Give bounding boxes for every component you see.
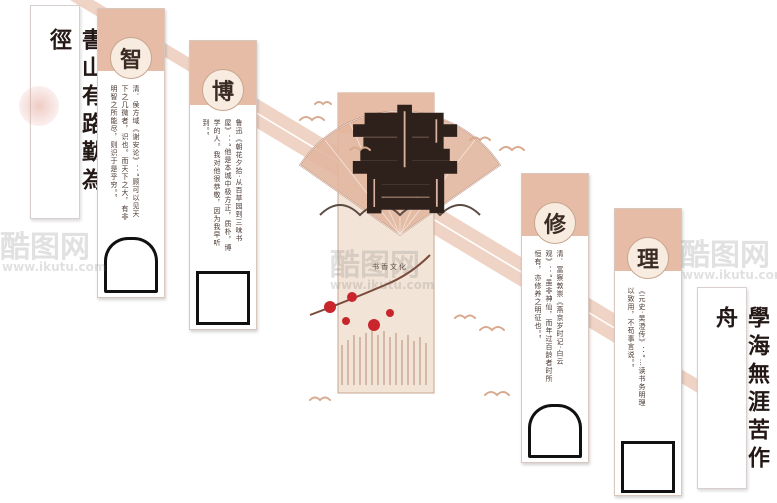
panel-char-badge: 理 — [627, 237, 669, 279]
panel-zhi: 智 清．侯方域《谢安论》：“顾可以见天下之几微者，识也。而天下之大，有非明智之所… — [97, 8, 165, 298]
photo-frame — [621, 441, 675, 493]
photo-frame — [528, 404, 582, 458]
panel-bo: 博 鲁迅《朝花夕拾·从百草园到三味书屋》：“他是本城中极方正，质朴，博学的人。我… — [189, 40, 257, 330]
watermark-url: www.ikutu.com — [2, 260, 107, 274]
watermark-brand: 酷图网 — [0, 230, 90, 265]
right-banner-text: 學海無涯苦作舟 — [712, 306, 770, 474]
watermark-brand: 酷图网 — [680, 238, 770, 273]
right-vertical-banner: 學海無涯苦作舟 — [697, 287, 770, 489]
photo-frame — [104, 237, 158, 293]
watermark-url: www.ikutu.com — [682, 268, 777, 282]
panel-char-badge: 博 — [202, 69, 244, 111]
panel-li: 理 《元史·吴澄传》：“…读书务明理以致用，不苟事言说。” — [614, 208, 682, 496]
panel-char-badge: 智 — [110, 37, 152, 79]
center-calligraphy-char: 書 — [349, 98, 462, 227]
panel-char-badge: 修 — [534, 202, 576, 244]
panel-xiu: 修 清．富察敦崇《燕京岁时记·白云观》：“虽非神仙，而年过百龄者时所恒有，亦修养… — [521, 173, 589, 463]
photo-frame — [196, 271, 250, 325]
panel-quote: 清．侯方域《谢安论》：“顾可以见天下之几微者，识也。而天下之大，有非明智之所能尽… — [110, 85, 140, 221]
panel-quote: 清．富察敦崇《燕京岁时记·白云观》：“虽非神仙，而年过百龄者时所恒有，亦修养之明… — [534, 250, 564, 383]
panel-quote: 《元史·吴澄传》：“…读书务明理以致用，不苟事言说。” — [627, 287, 646, 407]
center-caption: 书香文化 — [372, 263, 408, 271]
watermark-brand: 酷图网 — [330, 248, 420, 283]
watermark-url: www.ikutu.com — [330, 278, 435, 292]
center-fan-illustration — [298, 92, 502, 394]
panel-quote: 鲁迅《朝花夕拾·从百草园到三味书屋》：“他是本城中极方正，质朴，博学的人。我对他… — [202, 119, 243, 252]
ink-wash-decor — [19, 86, 59, 126]
